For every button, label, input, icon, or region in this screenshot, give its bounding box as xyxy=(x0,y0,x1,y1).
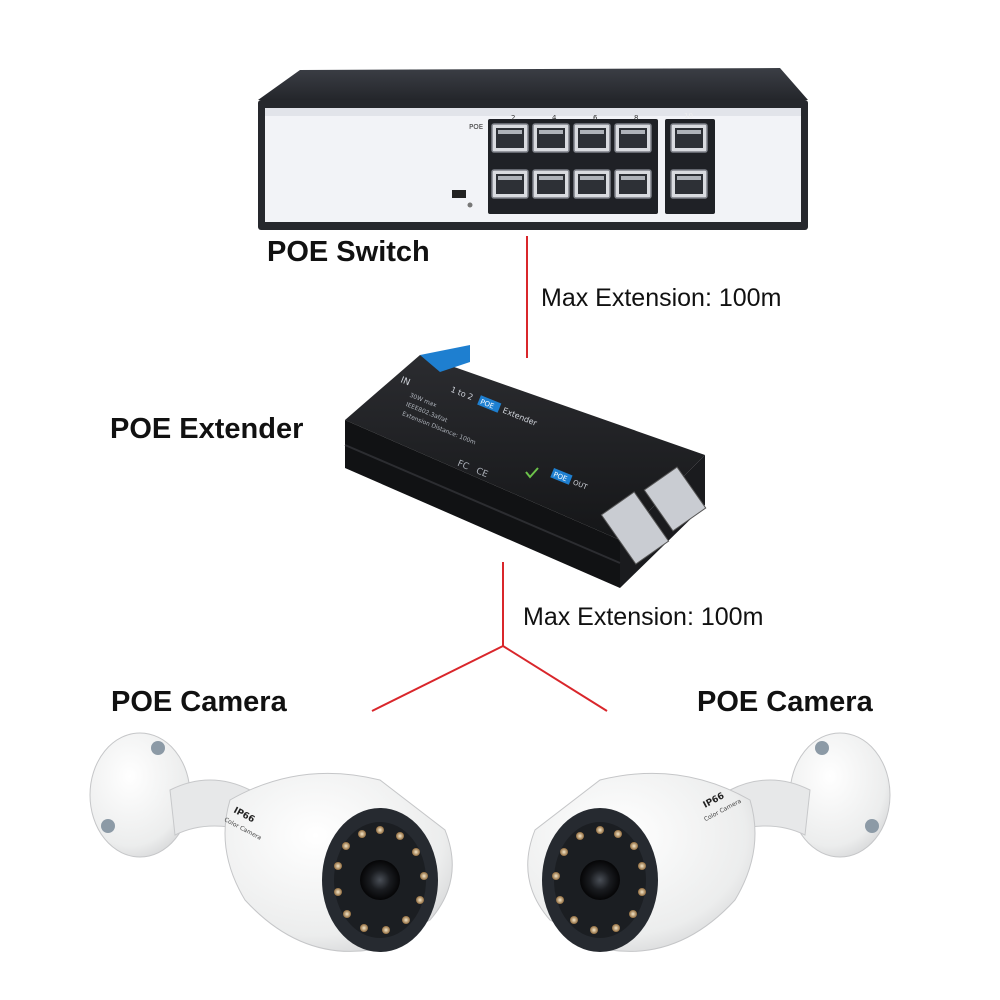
link-branch-to-right-camera xyxy=(502,645,608,712)
extension-label-top: Max Extension: 100m xyxy=(541,284,782,312)
switch-port-number: 8 xyxy=(634,114,638,122)
switch-port-number: 2 xyxy=(511,114,515,122)
switch-led xyxy=(467,202,473,208)
right-camera-image: IP66 Color Camera xyxy=(527,732,891,952)
switch-uplink-number: 10 xyxy=(684,112,693,120)
checkmark-icon xyxy=(525,467,539,479)
poe-switch-image: POE 2 4 6 8 10 xyxy=(258,68,808,230)
poe-extender-image: IN 1 to 2 POE Extender 30W max IEEE802.3… xyxy=(344,345,707,588)
camera-label-left: POE Camera xyxy=(111,686,287,718)
switch-dip-toggle xyxy=(452,190,466,198)
switch-label: POE Switch xyxy=(267,236,430,268)
left-camera-image: IP66 Color Camera xyxy=(89,732,453,952)
switch-poe-tag: POE xyxy=(469,123,483,131)
camera-label-right: POE Camera xyxy=(697,686,873,718)
switch-port-number: 4 xyxy=(552,114,557,122)
extension-label-bottom: Max Extension: 100m xyxy=(523,603,764,631)
link-lines xyxy=(371,236,608,712)
extender-in-label: IN xyxy=(399,376,411,389)
extender-cert-fc: FC xyxy=(456,459,470,473)
extender-label: POE Extender xyxy=(110,413,304,445)
switch-port-number: 6 xyxy=(593,114,598,122)
led-ring-right xyxy=(552,826,646,934)
extender-cert-ce: CE xyxy=(474,466,489,480)
link-branch-to-left-camera xyxy=(371,645,504,712)
led-ring-left xyxy=(334,826,428,934)
